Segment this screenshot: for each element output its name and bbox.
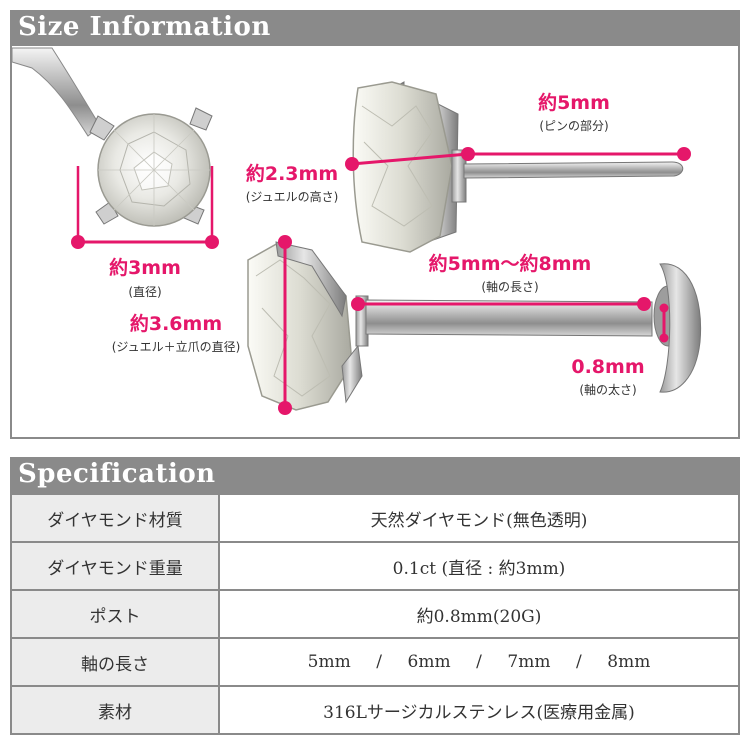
jewel-height-caption: (ジュエルの高さ)	[246, 189, 339, 204]
spec-value-diamond-material: 天然ダイヤモンド(無色透明)	[218, 493, 740, 543]
jewel-claw-diameter-caption: (ジュエル＋立爪の直径)	[112, 339, 241, 354]
jewel-claw-diameter-value: 約3.6mm	[130, 312, 222, 335]
pin-part-caption: (ピンの部分)	[539, 118, 608, 133]
shaft-thickness-indicator	[659, 303, 669, 343]
spec-label-shaft-length: 軸の長さ	[10, 637, 220, 687]
diameter-value: 約3mm	[109, 256, 181, 279]
table-row: ダイヤモンド材質 天然ダイヤモンド(無色透明)	[10, 493, 740, 543]
jewel-height-indicator	[345, 152, 469, 171]
shaft-length-option: 6mm	[407, 652, 451, 672]
table-row: 素材 316Lサージカルステンレス(医療用金属)	[10, 685, 740, 735]
spec-value-post: 約0.8mm(20G)	[218, 589, 740, 639]
shaft-length-option: 8mm	[607, 652, 651, 672]
spec-value-diamond-weight: 0.1ct (直径 : 約3mm)	[218, 541, 740, 591]
spec-label-diamond-material: ダイヤモンド材質	[10, 493, 220, 543]
spec-value-shaft-length: 5mm / 6mm / 7mm / 8mm	[218, 637, 740, 687]
spec-label-material: 素材	[10, 685, 220, 735]
shaft-length-indicator	[351, 297, 651, 311]
jewel-height-value: 約2.3mm	[246, 162, 338, 185]
earring-side-view	[352, 81, 684, 253]
diameter-indicator	[71, 166, 219, 249]
shaft-length-value: 約5mm〜約8mm	[429, 252, 592, 275]
jewel-claw-diameter-indicator	[278, 235, 292, 415]
spec-value-material: 316Lサージカルステンレス(医療用金属)	[218, 685, 740, 735]
table-row: 軸の長さ 5mm / 6mm / 7mm / 8mm	[10, 637, 740, 687]
table-row: ポスト 約0.8mm(20G)	[10, 589, 740, 639]
shaft-thickness-caption: (軸の太さ)	[579, 382, 636, 397]
shaft-length-caption: (軸の長さ)	[481, 280, 538, 294]
spec-label-diamond-weight: ダイヤモンド重量	[10, 541, 220, 591]
shaft-length-option: 7mm	[507, 652, 551, 672]
size-information-header: Size Information	[10, 10, 740, 46]
shaft-thickness-value: 0.8mm	[571, 356, 644, 378]
pin-part-indicator	[461, 147, 691, 161]
length-separator: /	[476, 652, 482, 672]
length-separator: /	[376, 652, 382, 672]
length-separator: /	[576, 652, 582, 672]
size-diagram: 約3mm (直径) 約5mm (ピンの部分) 約2.3mm (ジュエルの高さ)	[12, 47, 702, 415]
specification-header: Specification	[10, 457, 740, 493]
pin-part-value: 約5mm	[538, 91, 610, 114]
specification-table: ダイヤモンド材質 天然ダイヤモンド(無色透明) ダイヤモンド重量 0.1ct (…	[10, 493, 740, 735]
shaft-length-option: 5mm	[307, 652, 351, 672]
size-information-panel: 約3mm (直径) 約5mm (ピンの部分) 約2.3mm (ジュエルの高さ)	[10, 46, 740, 439]
spec-label-post: ポスト	[10, 589, 220, 639]
diamond-top-view	[12, 47, 213, 227]
size-information-title: Size Information	[18, 12, 271, 42]
specification-title: Specification	[18, 459, 216, 489]
earring-shaft-view	[247, 241, 702, 411]
table-row: ダイヤモンド重量 0.1ct (直径 : 約3mm)	[10, 541, 740, 591]
diameter-caption: (直径)	[128, 285, 161, 299]
